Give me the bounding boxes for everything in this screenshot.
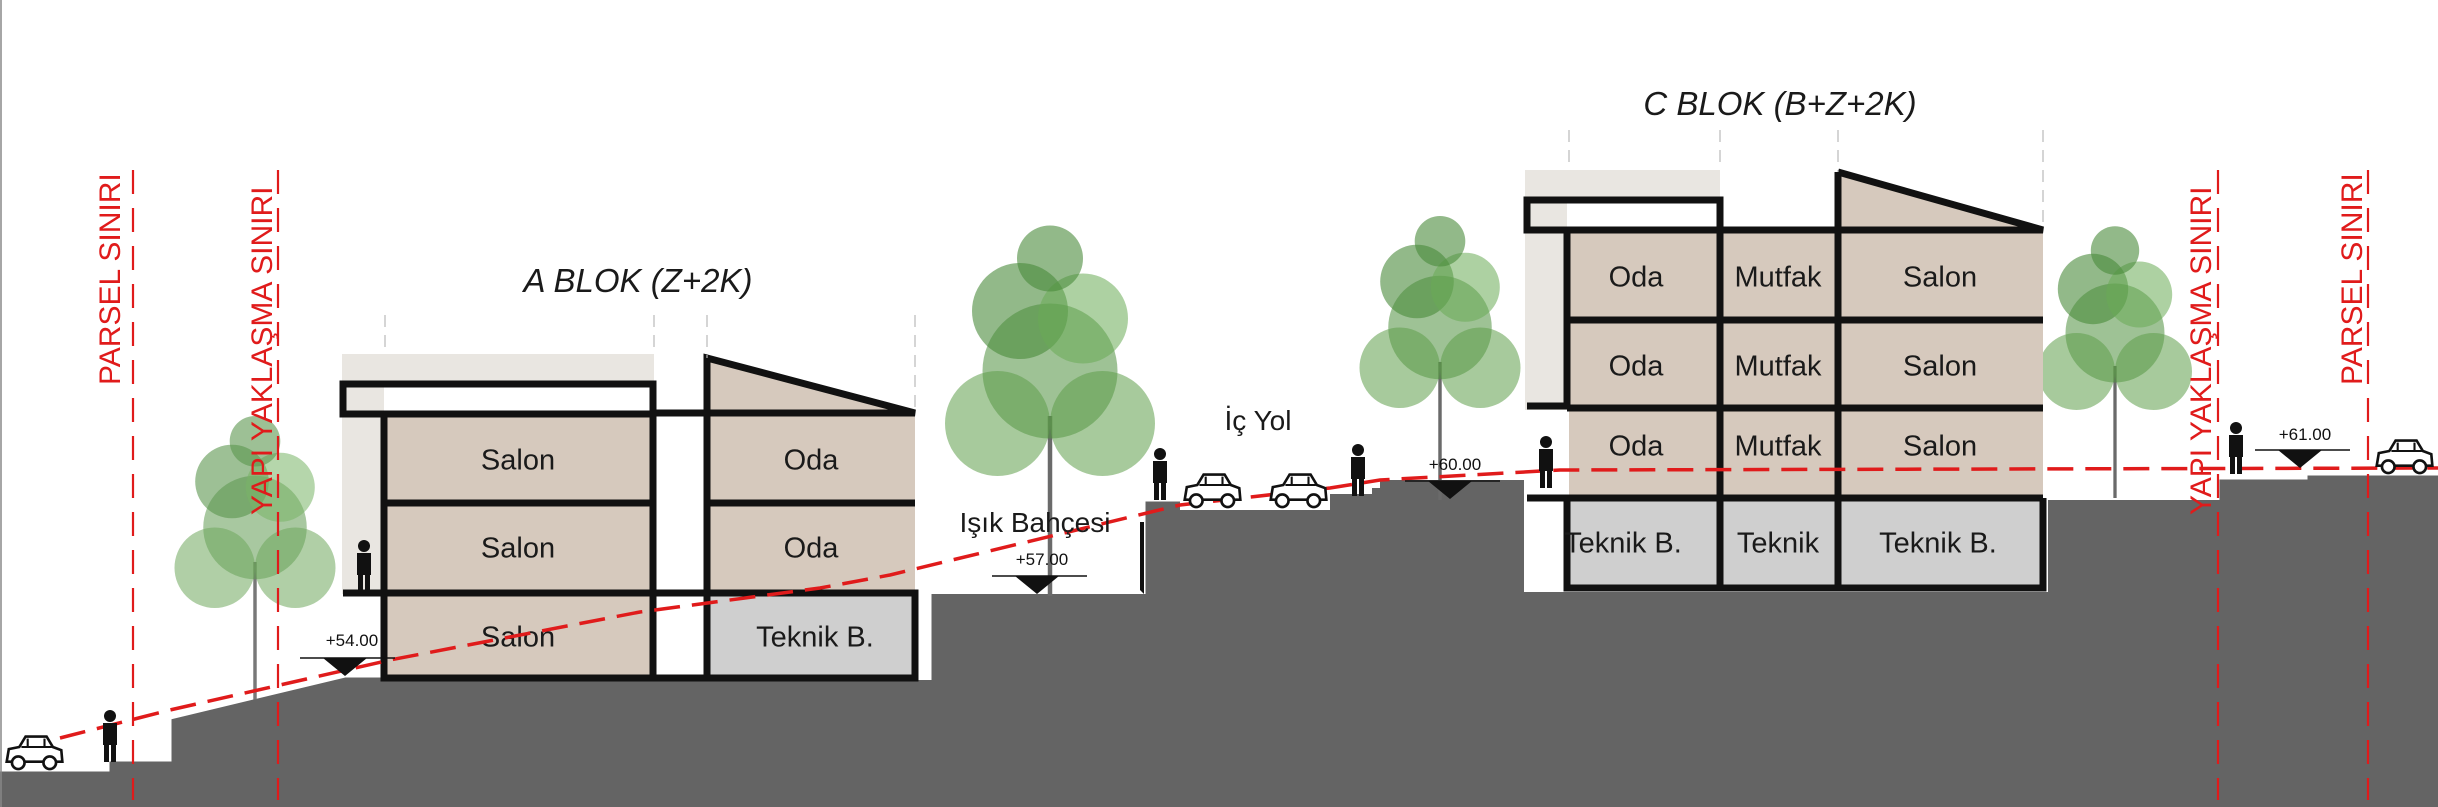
person-figure	[1539, 436, 1553, 488]
c-room-teknik-a: Teknik B.	[1564, 528, 1682, 560]
building-envelope-line	[59, 466, 2438, 740]
internal-road-label: İç Yol	[1225, 405, 1292, 436]
a-room-salon-1: Salon	[481, 533, 555, 565]
c-block-title: C BLOK (B+Z+2K)	[1643, 85, 1916, 122]
person-figure	[1153, 448, 1167, 500]
building-a-block: A BLOK (Z+2K) Salon Salon Salon Oda Oda …	[339, 262, 919, 682]
right-setback-boundary-label: YAPI YAKLAŞMA SINIRI	[2185, 187, 2218, 515]
left-parcel-boundary-label: PARSEL SINIRI	[94, 173, 127, 385]
a-room-oda-2: Oda	[784, 445, 840, 477]
c-room-salon-0: Salon	[1903, 431, 1977, 463]
light-garden-label: Işık Bahçesi	[960, 507, 1111, 538]
ground-section	[0, 474, 2438, 807]
person-figure	[2229, 422, 2243, 474]
c-room-oda-1: Oda	[1609, 351, 1665, 383]
car-icon	[5, 735, 64, 771]
c-room-mutfak-1: Mutfak	[1734, 351, 1822, 383]
a-room-salon-0: Salon	[481, 622, 555, 654]
svg-text:+60.00: +60.00	[1429, 455, 1481, 474]
elevation-marker-61: +61.00	[2254, 425, 2351, 469]
c-room-oda-0: Oda	[1609, 431, 1665, 463]
svg-text:+54.00: +54.00	[326, 631, 378, 650]
c-room-teknik-c: Teknik B.	[1879, 528, 1997, 560]
a-block-title: A BLOK (Z+2K)	[522, 262, 753, 299]
elevation-marker-60: +60.00	[1404, 455, 1501, 500]
person-figure	[103, 710, 117, 762]
car-icon	[1183, 473, 1242, 509]
left-setback-boundary-label: YAPI YAKLAŞMA SINIRI	[246, 187, 279, 515]
right-parcel-boundary-label: PARSEL SINIRI	[2336, 173, 2369, 385]
c-room-salon-2: Salon	[1903, 262, 1977, 294]
c-room-mutfak-2: Mutfak	[1734, 262, 1822, 294]
svg-text:+57.00: +57.00	[1016, 550, 1068, 569]
c-room-teknik-b: Teknik	[1737, 528, 1820, 560]
svg-text:+61.00: +61.00	[2279, 425, 2331, 444]
c-room-mutfak-0: Mutfak	[1734, 431, 1822, 463]
elevation-marker-54: +54.00	[299, 631, 396, 677]
c-room-oda-2: Oda	[1609, 262, 1665, 294]
a-room-oda-1: Oda	[784, 533, 840, 565]
building-c-block: C BLOK (B+Z+2K) Oda Oda Oda Mutfak Mutfa…	[1523, 85, 2047, 592]
c-room-salon-1: Salon	[1903, 351, 1977, 383]
a-room-teknik: Teknik B.	[756, 622, 874, 654]
person-figure	[1351, 444, 1365, 496]
car-icon	[1269, 473, 1328, 509]
elevation-marker-57: +57.00	[991, 550, 1088, 595]
a-room-salon-2: Salon	[481, 445, 555, 477]
